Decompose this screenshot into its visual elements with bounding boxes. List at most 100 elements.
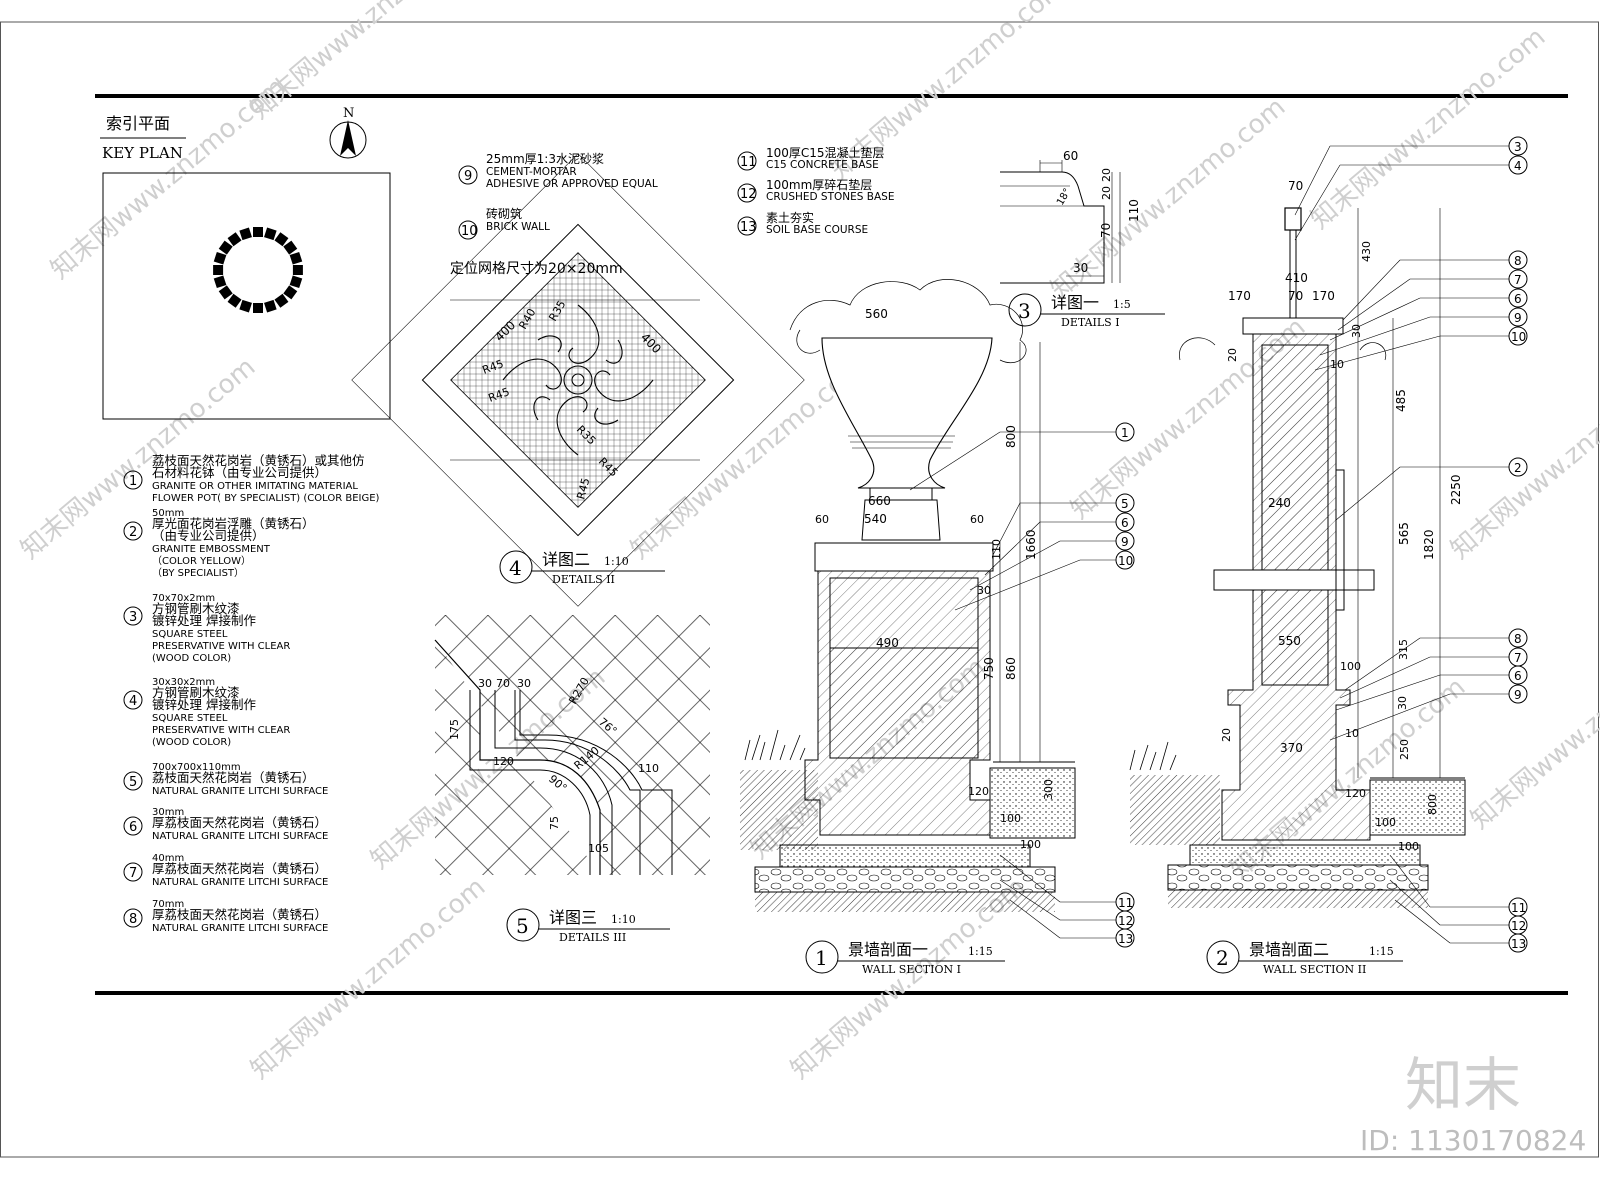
legend-text: 100mm厚碎石垫层 bbox=[766, 177, 872, 192]
legend-text: 石材料花钵（由专业公司提供） bbox=[152, 465, 327, 480]
callout-number: 12 bbox=[740, 187, 757, 202]
callout: 8 bbox=[1344, 628, 1528, 691]
callout-circle bbox=[123, 470, 143, 490]
plant-foliage-icon bbox=[789, 279, 1027, 364]
callout-number: 6 bbox=[1121, 516, 1129, 530]
dimension-label: 175 bbox=[448, 719, 461, 740]
legend-text: 50mm bbox=[152, 508, 184, 519]
callout: 13 bbox=[1009, 899, 1135, 948]
dimension-label: 105 bbox=[588, 842, 609, 855]
dimension-label: 370 bbox=[1280, 741, 1303, 755]
callout: 7 bbox=[1339, 647, 1528, 699]
dimension-label: 120 bbox=[493, 755, 514, 768]
callout-number: 7 bbox=[1514, 273, 1522, 287]
callout: 9 bbox=[1319, 307, 1528, 356]
dimension-label: 100 bbox=[1020, 838, 1041, 851]
legend-text: 方钢管刷木纹漆 bbox=[152, 601, 240, 616]
callout-number: 10 bbox=[1118, 554, 1133, 568]
dimension-label: 170 bbox=[1312, 289, 1335, 303]
legend-text: SQUARE STEEL bbox=[152, 629, 228, 640]
callout: 9 bbox=[1329, 684, 1528, 741]
dimension-label: 20 bbox=[1100, 186, 1113, 200]
legend-text: （BY SPECIALIST） bbox=[152, 567, 244, 579]
callout-number: 13 bbox=[1118, 932, 1133, 946]
callout-number: 6 bbox=[1514, 292, 1522, 306]
title-number: 3 bbox=[1018, 299, 1031, 323]
dimension-label: 100 bbox=[1340, 660, 1361, 673]
dimension-label: 660 bbox=[868, 494, 891, 508]
dimension-label: 430 bbox=[1360, 241, 1373, 262]
title-number: 2 bbox=[1216, 946, 1229, 970]
legend: 1荔枝面天然花岗岩（黄锈石）或其他仿石材料花钵（由专业公司提供）GRANITE … bbox=[123, 453, 380, 934]
dimension-label: 30 bbox=[1073, 261, 1088, 275]
title-cn: 详图一 bbox=[1051, 293, 1099, 312]
legend-text: 70mm bbox=[152, 899, 184, 910]
dimension-label: 560 bbox=[865, 307, 888, 321]
dimension-label: 20 bbox=[1100, 168, 1113, 182]
legend-text: FLOWER POT( BY SPECIALIST) (COLOR BEIGE) bbox=[152, 493, 380, 504]
callout-number: 3 bbox=[1514, 140, 1522, 154]
title-en: DETAILS III bbox=[559, 931, 626, 944]
callout-number: 5 bbox=[1121, 497, 1129, 511]
callout-number: 11 bbox=[740, 155, 757, 170]
dimension-label: 490 bbox=[876, 636, 899, 650]
legend-text: 厚荔枝面天然花岗岩（黄锈石） bbox=[152, 907, 327, 922]
dimension-label: 70 bbox=[1099, 223, 1113, 238]
dimension-label: 2250 bbox=[1449, 474, 1463, 505]
legend-text: 100厚C15混凝土垫层 bbox=[766, 145, 885, 160]
legend-text: NATURAL GRANITE LITCHI SURFACE bbox=[152, 786, 328, 797]
title-number: 5 bbox=[516, 914, 529, 938]
dimension-label: 70 bbox=[1288, 179, 1303, 193]
dimension-label: 30 bbox=[517, 677, 531, 690]
callout-number: 4 bbox=[1514, 159, 1522, 173]
key-plan-title-en: KEY PLAN bbox=[102, 144, 183, 162]
dimension-label: 20 bbox=[1220, 728, 1233, 742]
legend-text: 厚荔枝面天然花岗岩（黄锈石） bbox=[152, 815, 327, 830]
id-watermark: ID: 1130170824 bbox=[1360, 1124, 1586, 1157]
callout: 11 bbox=[999, 854, 1135, 912]
dimension-label: 1820 bbox=[1422, 529, 1436, 560]
title-scale: 1:10 bbox=[604, 555, 629, 568]
title-en: DETAILS II bbox=[552, 573, 615, 586]
title-en: DETAILS I bbox=[1061, 316, 1120, 329]
legend-text: BRICK WALL bbox=[486, 221, 550, 233]
legend-text: 700x700x110mm bbox=[152, 762, 241, 773]
callout: 10 bbox=[954, 550, 1135, 611]
callout-number: 11 bbox=[1511, 901, 1526, 915]
site-watermark: 知末网www.znzmo.com bbox=[1305, 22, 1551, 235]
callout: 10 bbox=[1314, 326, 1528, 371]
plant-foliage-icon bbox=[1179, 337, 1387, 361]
dimension-label: 110 bbox=[990, 539, 1003, 560]
callout: 12 bbox=[1389, 879, 1528, 935]
dimension-label: 60 bbox=[970, 513, 984, 526]
legend-text: NATURAL GRANITE LITCHI SURFACE bbox=[152, 923, 328, 934]
dimension-label: 60 bbox=[1063, 149, 1078, 163]
dimension-label: 70 bbox=[1288, 289, 1303, 303]
dimension-label: 100 bbox=[1375, 816, 1396, 829]
legend-text: （COLOR YELLOW） bbox=[152, 555, 251, 567]
dimension-label: 30 bbox=[977, 584, 991, 597]
dimension-label: 800 bbox=[1426, 794, 1439, 815]
callout-circle bbox=[123, 908, 143, 928]
key-plan-ring bbox=[213, 227, 303, 313]
legend-text: (WOOD COLOR) bbox=[152, 737, 231, 748]
key-plan: 索引平面 KEY PLAN N bbox=[100, 106, 391, 420]
legend-text: 25mm厚1:3水泥砂浆 bbox=[486, 151, 604, 166]
dimension-label: 120 bbox=[968, 785, 989, 798]
dimension-label: 565 bbox=[1397, 522, 1411, 545]
callout-number: 13 bbox=[740, 220, 757, 235]
legend-text: 镀锌处理 焊接制作 bbox=[152, 613, 256, 628]
legend-text: PRESERVATIVE WITH CLEAR bbox=[152, 641, 290, 652]
dimension-label: 120 bbox=[1345, 787, 1366, 800]
legend-item: 1荔枝面天然花岗岩（黄锈石）或其他仿石材料花钵（由专业公司提供）GRANITE … bbox=[123, 453, 380, 504]
dimension-label: 485 bbox=[1394, 389, 1408, 412]
dimension-label: 1660 bbox=[1024, 529, 1038, 560]
